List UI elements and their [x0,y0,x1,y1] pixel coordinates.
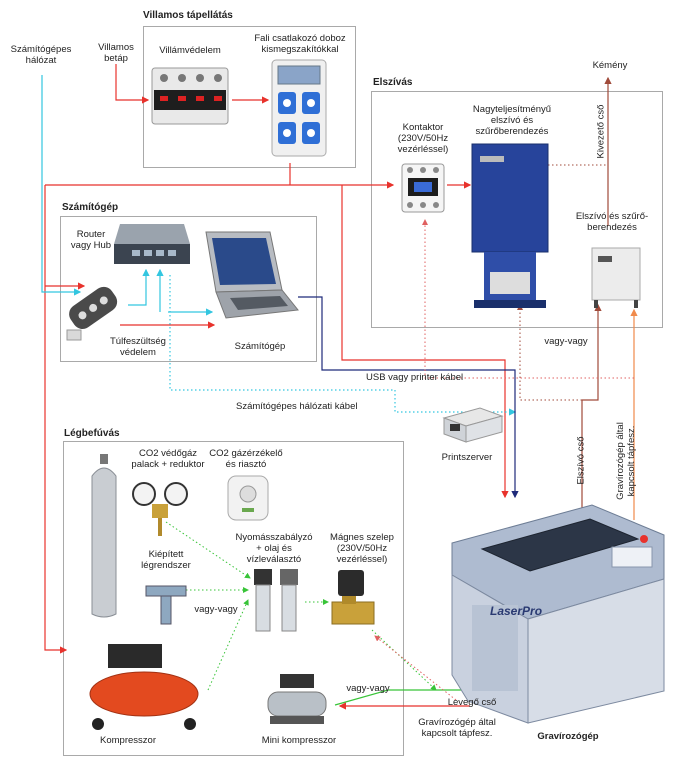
usb-cable-label: USB vagy printer kábel [366,372,464,383]
mini-compressor [267,674,327,724]
print-server-device [442,407,504,443]
surge-protection-label: Villámvédelem [159,45,221,56]
mini-compressor-label: Mini kompresszor [261,735,337,746]
engraver-power-label: Gravírozógép által kapcsolt tápfesz. [615,422,637,500]
co2-gas-sensor [227,475,269,521]
either-or-label-1: vagy-vagy [544,336,588,347]
power-strip [66,286,118,341]
overvoltage-label: Túlfeszültség védelem [110,336,166,358]
laptop-computer [205,231,299,319]
extract-pipe-label: Elszívó cső [575,436,587,485]
engraver-power-label-2: Gravírozógép által kapcsolt tápfesz. [418,717,496,739]
print-server-label: Printszerver [441,452,493,463]
solenoid-valve [331,570,375,625]
either-or-label-2: vagy-vagy [194,604,238,615]
air-section-title: Légbefúvás [64,428,120,439]
pressure-regulator [254,569,298,632]
router-label: Router vagy Hub [70,229,112,251]
co2-sensor-label: CO2 gázérzékelő és riasztó [209,448,283,470]
network-label: Számítógépes hálózat [10,44,72,66]
compressor-label: Kompresszor [100,735,156,746]
solenoid-label: Mágnes szelep (230V/50Hz vezérléssel) [330,532,394,565]
mains-label: Villamos betáp [98,42,134,64]
industrial-extractor [471,143,549,308]
air-hose-label: Levegő cső [447,697,497,708]
power-section-title: Villamos tápellátás [143,10,233,21]
small-extractor-label: Elszívó és szűrő- berendezés [575,211,649,233]
laser-engraver [451,504,665,724]
either-or-label-3: vagy-vagy [346,683,390,694]
big-extractor-label: Nagyteljesítményű elszívó és szűrőberend… [472,104,552,137]
vent-pipe-label: Kivezető cső [595,104,607,159]
network-cable-label: Számítógépes hálózati kábel [236,401,358,412]
exhaust-section-title: Elszívás [373,77,413,88]
engraver-label: Gravírozógép [537,731,599,742]
router-device [114,224,190,264]
co2-cylinder [91,454,117,618]
small-extractor [591,247,641,308]
air-compressor [89,644,199,730]
pipework-label: Kiépített légrendszer [141,549,191,571]
regulator-label: Nyomásszabályzó + olaj és vízleválasztó [235,532,313,565]
co2-regulator [132,482,188,536]
engraver-brand-label: LaserPro [490,604,543,618]
air-pipework [145,585,187,625]
wall-box-label: Fali csatlakozó doboz kismegszakítókkal [254,33,346,55]
computer-section-title: Számítógép [62,202,119,213]
surge-protection-device [151,67,229,125]
wall-socket-box [271,59,327,157]
contactor-label: Kontaktor (230V/50Hz vezérléssel) [397,122,449,155]
chimney-label: Kémény [592,60,628,71]
pc-label: Számítógép [234,341,286,352]
contactor-device [401,163,445,213]
co2-bottle-label: CO2 védőgáz palack + reduktor [131,448,205,470]
